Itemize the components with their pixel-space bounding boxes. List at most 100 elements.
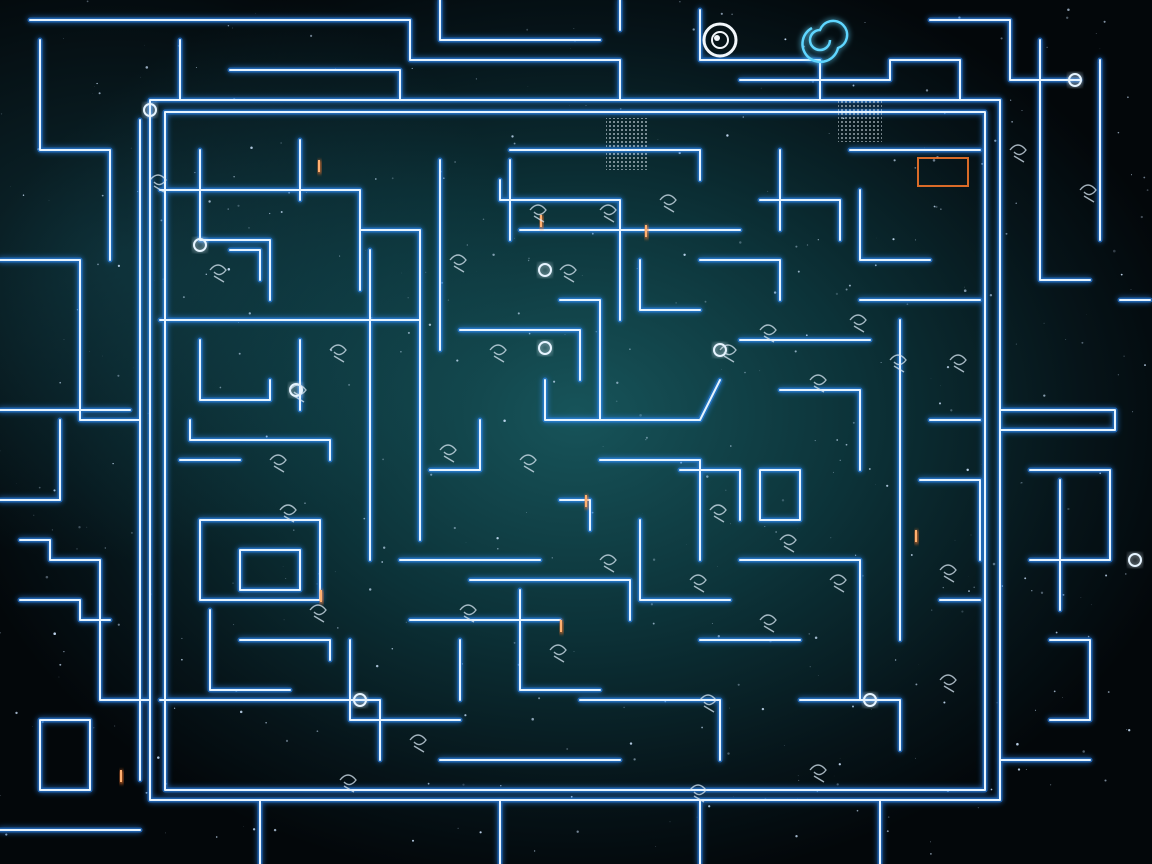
star xyxy=(33,514,35,516)
star xyxy=(531,717,534,721)
star xyxy=(1120,273,1123,276)
circuit-trace xyxy=(699,259,781,301)
star xyxy=(237,204,240,207)
sketch-glyph xyxy=(689,784,707,803)
star xyxy=(652,558,656,561)
circuit-trace xyxy=(29,19,621,101)
star xyxy=(466,244,468,246)
star xyxy=(528,332,531,335)
circuit-trace xyxy=(639,259,701,311)
star xyxy=(102,355,103,357)
star xyxy=(854,554,857,556)
star xyxy=(1095,32,1097,34)
star xyxy=(973,586,976,589)
star xyxy=(954,539,956,541)
star xyxy=(285,739,289,742)
sketch-glyph xyxy=(149,174,167,193)
sketch-glyph xyxy=(889,354,907,373)
star xyxy=(1020,482,1021,484)
star xyxy=(1010,99,1012,101)
star xyxy=(704,300,707,303)
star xyxy=(1107,691,1110,693)
star xyxy=(797,270,800,273)
sketch-glyph xyxy=(269,454,287,473)
star xyxy=(53,632,56,635)
star xyxy=(871,709,872,710)
star xyxy=(692,28,695,31)
star xyxy=(391,648,394,650)
star xyxy=(1067,507,1070,511)
star xyxy=(232,27,233,29)
star xyxy=(63,38,64,39)
star xyxy=(914,167,917,169)
sketch-glyph xyxy=(549,644,567,663)
circuit-trace xyxy=(349,639,461,721)
star xyxy=(5,833,8,836)
star xyxy=(442,177,445,180)
star xyxy=(513,237,515,239)
circuit-trace xyxy=(459,329,581,381)
star xyxy=(946,365,950,369)
sketch-glyph xyxy=(459,604,477,623)
star xyxy=(63,651,65,653)
star xyxy=(368,588,372,591)
star xyxy=(32,725,33,727)
circuit-trace xyxy=(159,189,361,291)
star xyxy=(89,351,90,352)
circuit-node xyxy=(143,103,157,117)
star xyxy=(657,139,659,140)
star xyxy=(808,633,811,635)
circuit-trace xyxy=(739,559,861,701)
star xyxy=(1128,729,1131,732)
sketch-glyph xyxy=(809,764,827,783)
star xyxy=(1024,577,1027,580)
star xyxy=(783,745,785,746)
star xyxy=(215,836,218,838)
star xyxy=(836,439,839,441)
star xyxy=(720,12,723,15)
star xyxy=(453,526,456,530)
star xyxy=(160,219,163,222)
star xyxy=(675,302,677,304)
star xyxy=(794,350,797,353)
star xyxy=(760,87,762,89)
circuit-trace xyxy=(239,549,301,591)
star xyxy=(1082,750,1085,753)
sketch-glyph xyxy=(939,674,957,693)
star xyxy=(1055,631,1058,634)
star xyxy=(1140,215,1143,219)
star xyxy=(92,93,93,94)
circuit-node xyxy=(193,238,207,252)
star xyxy=(938,402,942,405)
star xyxy=(764,525,766,528)
star xyxy=(781,499,785,502)
star xyxy=(181,637,183,639)
star xyxy=(457,827,459,830)
star xyxy=(726,134,729,137)
circuit-trace xyxy=(39,719,91,791)
star xyxy=(527,259,530,262)
star xyxy=(98,92,101,95)
star xyxy=(482,218,485,220)
star xyxy=(553,380,556,383)
star xyxy=(832,471,834,473)
circuit-trace xyxy=(929,19,1081,81)
star xyxy=(1000,37,1003,40)
star xyxy=(400,350,402,353)
star xyxy=(1127,96,1129,99)
circuit-trace xyxy=(199,149,271,301)
star xyxy=(566,748,569,750)
circuit-trace xyxy=(579,699,721,761)
star xyxy=(0,794,1,797)
star xyxy=(721,368,723,370)
star xyxy=(456,359,459,362)
star xyxy=(1126,729,1128,731)
sketch-glyph xyxy=(489,344,507,363)
star xyxy=(282,566,284,567)
star xyxy=(839,758,841,759)
star xyxy=(1065,339,1067,340)
star xyxy=(511,135,514,138)
star xyxy=(1015,202,1017,204)
star xyxy=(806,244,809,246)
star xyxy=(265,722,267,724)
